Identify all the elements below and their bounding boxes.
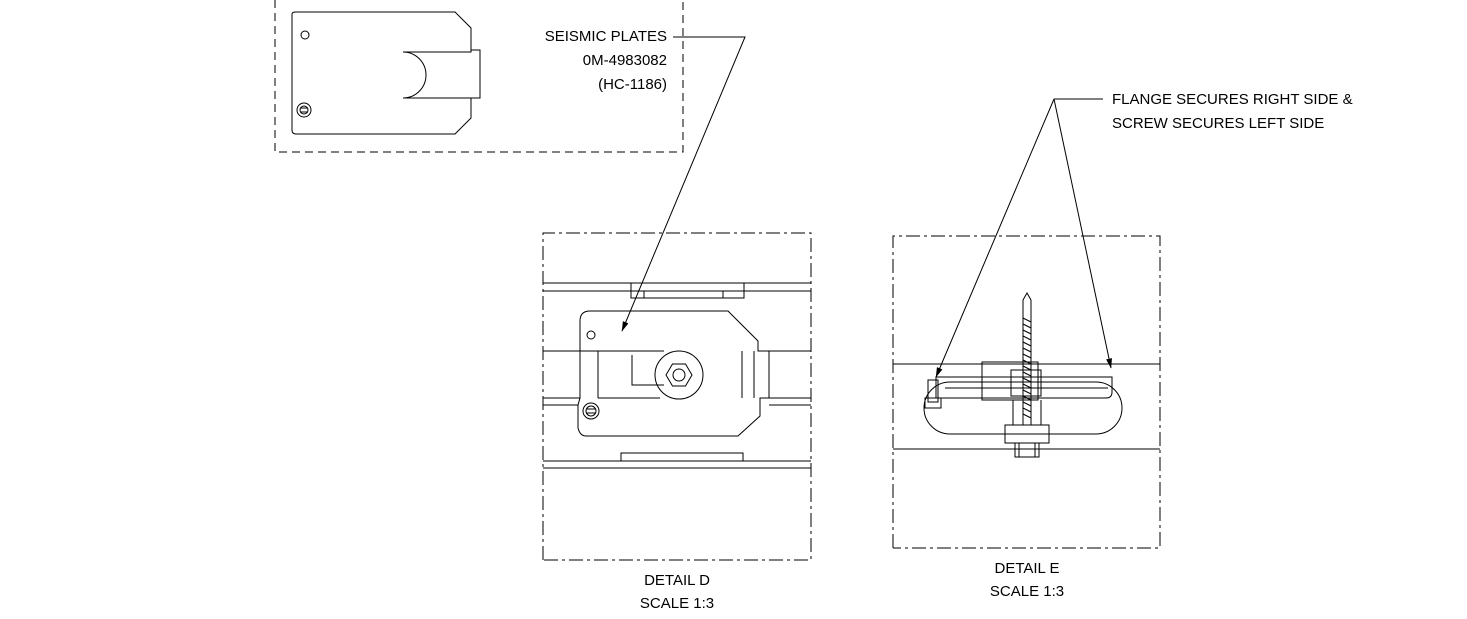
detail-d-scale: SCALE 1:3	[640, 595, 714, 612]
hex-nut	[665, 363, 693, 387]
seismic-plate-inset	[274, 0, 684, 153]
center-block	[981, 361, 1039, 401]
left-screw-head	[927, 379, 939, 403]
detail-e-scale: SCALE 1:3	[990, 583, 1064, 600]
seismic-plates-label: SEISMIC PLATES	[545, 28, 667, 45]
screw-thread	[1022, 317, 1032, 419]
flange-leader-right	[1053, 98, 1112, 369]
flange-note-line-2: SCREW SECURES LEFT SIDE	[1112, 115, 1324, 132]
seismic-plates-callout: SEISMIC PLATES 0M-4983082 (HC-1186)	[545, 28, 746, 332]
inset-frame	[274, 0, 684, 153]
detail-d-title: DETAIL D	[644, 572, 710, 589]
detail-e-caption: DETAIL E SCALE 1:3	[990, 560, 1064, 600]
flange-plate	[935, 376, 1113, 399]
flange-note-line-1: FLANGE SECURES RIGHT SIDE &	[1112, 91, 1353, 108]
bottom-bracket	[620, 452, 744, 462]
plate-screw-inner	[299, 105, 309, 115]
seismic-plate-slot	[402, 50, 472, 99]
flange-leader-left	[935, 98, 1055, 378]
detail-d-caption: DETAIL D SCALE 1:3	[640, 572, 714, 612]
slot-inner	[631, 355, 664, 386]
detail-d-view	[542, 232, 812, 561]
detail-e-frame	[892, 235, 1161, 549]
seismic-plate-outline	[291, 11, 481, 135]
flange-callout: FLANGE SECURES RIGHT SIDE & SCREW SECURE…	[935, 91, 1353, 378]
plate-screw-outer	[296, 102, 312, 118]
detail-e-title: DETAIL E	[994, 560, 1059, 577]
detail-d-hole	[586, 330, 596, 340]
seismic-leader-line	[621, 36, 746, 332]
detail-d-screw-inner	[585, 405, 597, 417]
screw-hex-head	[1014, 442, 1040, 458]
hex-nut-washer	[654, 350, 704, 400]
seismic-plates-ref: (HC-1186)	[598, 76, 667, 93]
seismic-plates-part-number: 0M-4983082	[583, 52, 667, 69]
detail-d-plate-outline	[577, 310, 770, 437]
self-drilling-screw	[1022, 291, 1032, 426]
detail-d-frame	[542, 232, 812, 561]
detail-e-view	[892, 235, 1161, 549]
plate-hole	[300, 30, 310, 40]
detail-d-screw-outer	[582, 402, 600, 420]
